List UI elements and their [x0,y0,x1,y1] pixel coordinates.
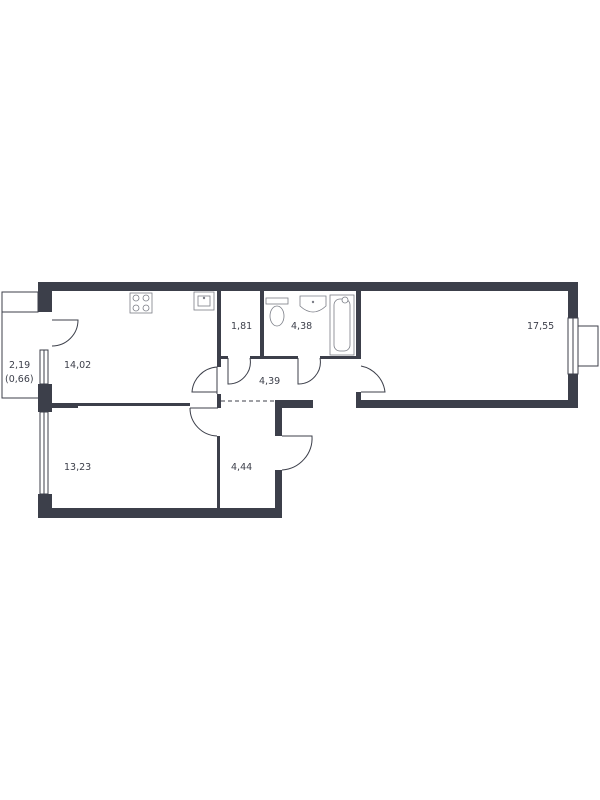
door-balcony-swing [51,319,79,347]
outer-walls [38,282,578,518]
stove-icon [129,292,153,314]
room-area-bedroom: 13,23 [64,462,91,473]
wall-right-lower [568,374,578,408]
wall-left-bottom [38,494,52,518]
wall-left-top [38,282,52,312]
room-area-entrance: 4,44 [231,462,252,473]
wall-kitchen-hall [217,359,221,367]
wall-wet-bottom [219,356,228,359]
wall-left-mid [38,384,52,412]
room-area-living: 17,55 [527,321,554,332]
room-area-storage: 1,81 [231,321,252,332]
wall-bottom [38,508,282,518]
wall-entrance-right [275,400,282,436]
room-labels: 14,02 1,81 4,38 17,55 4,39 13,23 4,44 2,… [5,321,554,473]
window-living-sill [577,325,599,367]
toilet-icon [265,297,289,327]
windows [39,317,599,495]
door-living-swing [360,365,386,393]
door-kitchen-swing [191,366,218,394]
wall-kitchen-bedroom [52,403,78,408]
wall-living-door-post [356,392,361,408]
room-area-hallway: 4,39 [259,376,280,387]
wall-wet-bottom-2 [250,356,298,359]
room-area-kitchen: 14,02 [64,360,91,371]
balcony-outline [1,311,38,399]
room-area-balcony-reduced: (0,66) [5,374,34,385]
wall-corridor-left [217,394,221,408]
wall-kitchen-bedroom-2 [78,403,190,406]
door-storage-swing [227,357,251,385]
door-entrance-swing [281,435,313,471]
wall-right-upper [568,282,578,318]
wall-kitchen-storage [217,291,221,359]
interior-walls [52,291,361,516]
bathtub-icon [329,294,355,356]
wall-bath-living [356,291,361,359]
doors [51,319,386,471]
wall-wet-bottom-3 [320,356,357,359]
door-bedroom-swing [189,407,218,437]
wall-entrance-right-lower [275,470,282,518]
room-area-bathroom: 4,38 [291,321,312,332]
wall-storage-bath [260,291,264,359]
door-bath-swing [297,357,321,385]
fixtures [129,291,355,356]
room-area-balcony: 2,19 [9,360,30,371]
balcony-railing-top [1,291,39,313]
kitchen-sink-icon [193,291,215,311]
bathroom-sink-icon [299,295,327,313]
wall-living-bottom [357,400,578,408]
wall-top [38,282,578,291]
wall-step-horizontal [275,400,313,408]
wall-bedroom-entrance [217,436,220,516]
